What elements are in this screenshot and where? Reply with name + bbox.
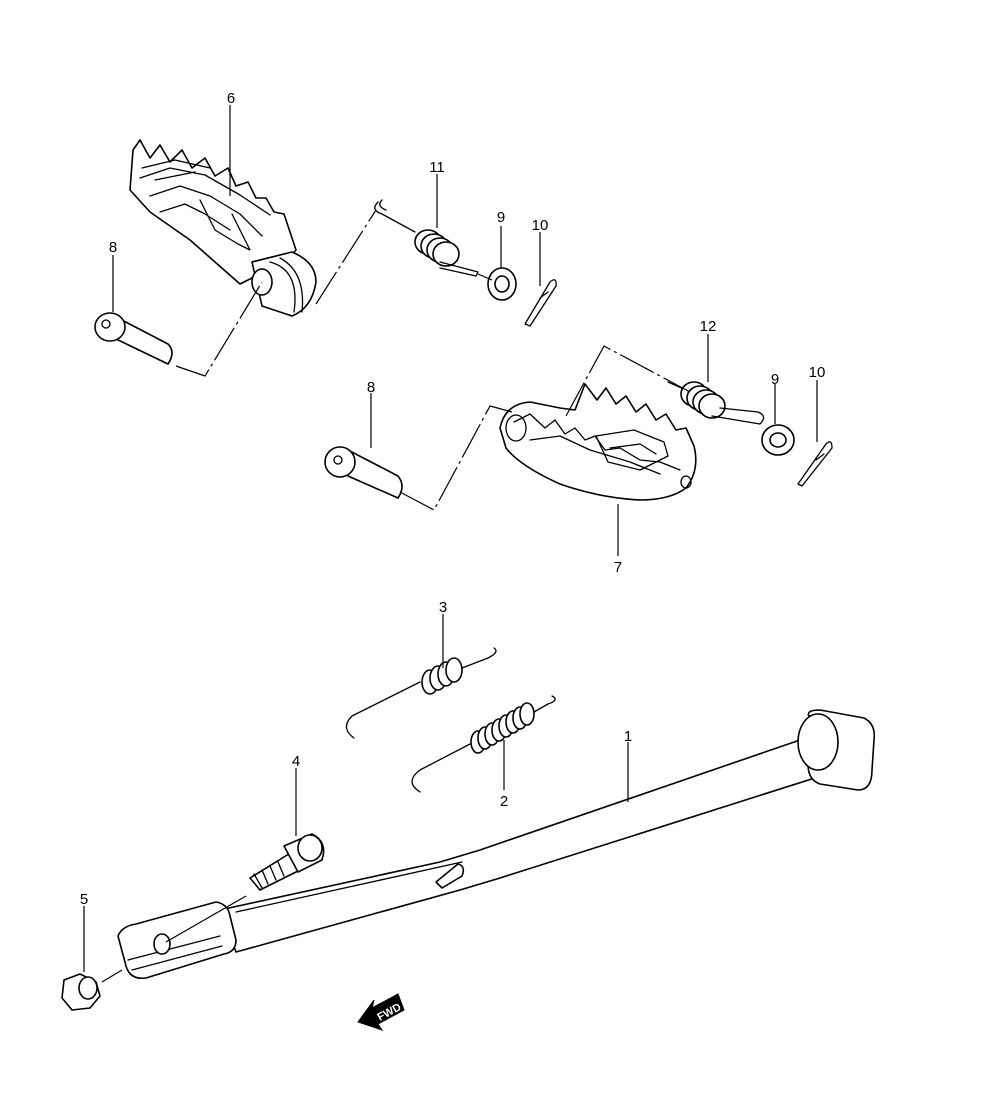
nut-part-5 (61, 973, 101, 1011)
washer-part-9-lower (761, 424, 795, 456)
bolt-part-4 (249, 833, 325, 891)
spring-part-12 (667, 381, 765, 425)
pin-part-8-upper (94, 312, 173, 365)
callout-8-lower: 8 (367, 379, 375, 396)
callout-8-upper: 8 (109, 239, 117, 256)
spring-part-3 (345, 647, 497, 739)
callout-10-lower: 10 (809, 364, 826, 381)
callout-9-upper: 9 (497, 209, 505, 226)
pin-part-8-lower (324, 446, 403, 499)
callout-9-lower: 9 (771, 371, 779, 388)
callout-1: 1 (624, 728, 632, 745)
callout-3: 3 (439, 599, 447, 616)
callout-6: 6 (227, 90, 235, 107)
side-stand-part-1 (117, 709, 876, 980)
spring-part-2 (411, 695, 556, 793)
callout-7: 7 (614, 559, 622, 576)
callout-2: 2 (500, 793, 508, 810)
callout-12: 12 (700, 318, 717, 335)
washer-part-9-upper (487, 267, 517, 301)
footrest-right-part-7 (499, 383, 697, 501)
spring-part-11 (374, 199, 479, 277)
fwd-arrow-icon: FWD (357, 993, 405, 1031)
leader-lines (83, 105, 818, 983)
cotter-pin-part-10-lower (797, 441, 833, 487)
callout-5: 5 (80, 891, 88, 908)
footrest-left-part-6 (129, 139, 317, 317)
callout-4: 4 (292, 753, 300, 770)
callouts: 6 11 9 10 8 12 9 10 8 7 3 2 1 4 5 (80, 90, 826, 908)
cotter-pin-part-10-upper (524, 279, 557, 327)
callout-10-upper: 10 (532, 217, 549, 234)
callout-11: 11 (429, 159, 445, 176)
assembly-lines (175, 209, 691, 511)
